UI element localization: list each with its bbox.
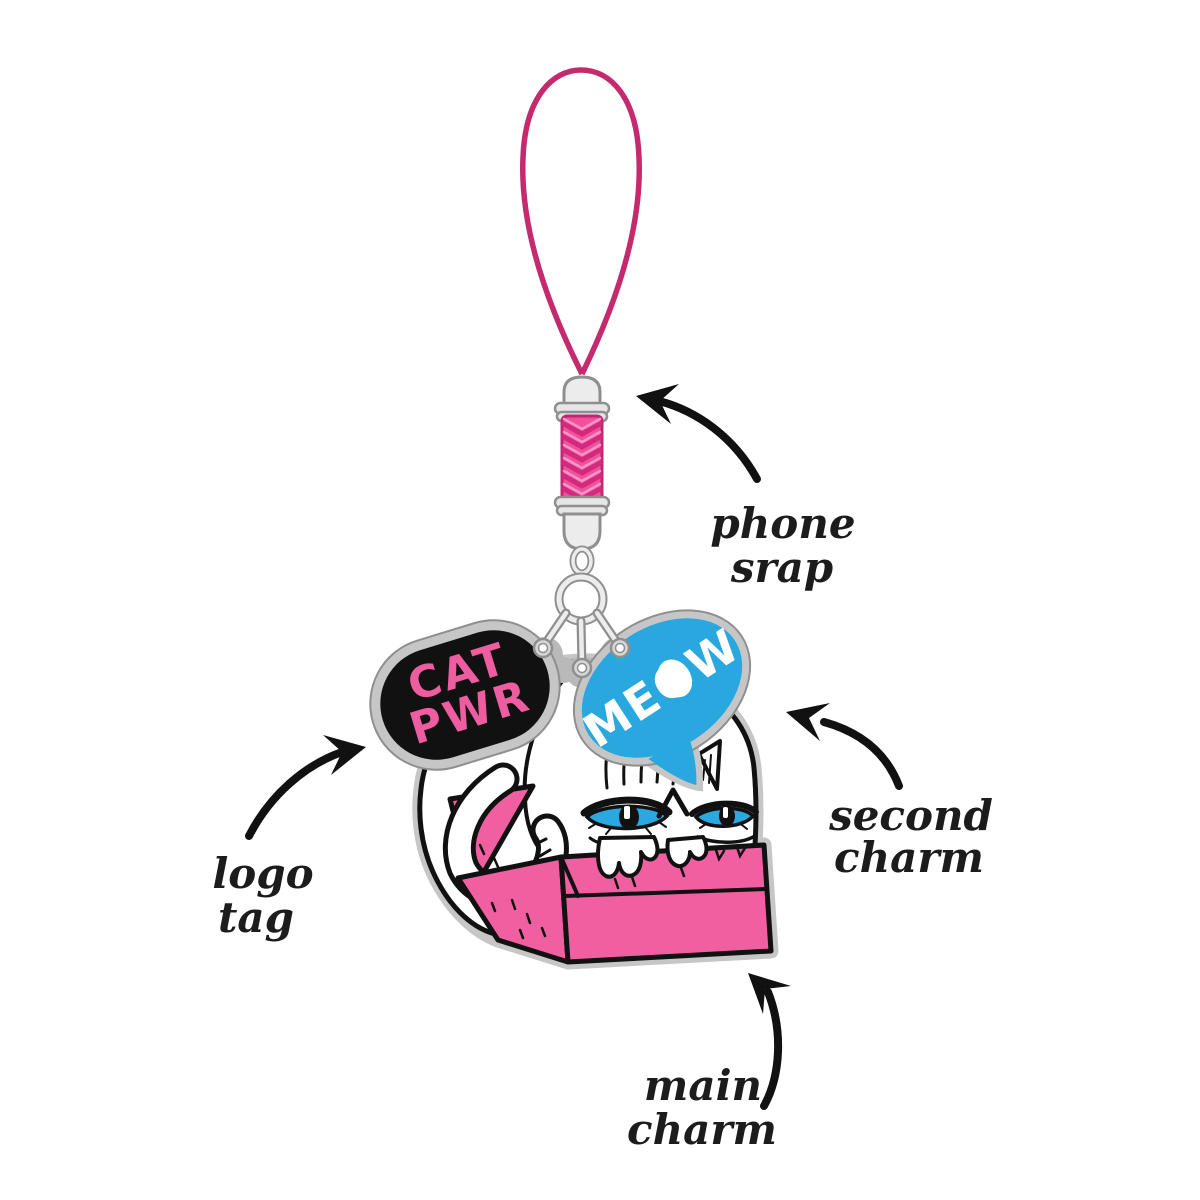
braid-highlights [562, 417, 602, 496]
label-logo-tag-line2: tag [218, 893, 294, 942]
arrow-logo-tag [245, 735, 366, 840]
cat-ear [697, 739, 722, 791]
strap-ferrule-bottom [553, 495, 611, 551]
strap-ferrule-top [553, 375, 611, 423]
cat-paws [596, 835, 747, 890]
annotation-labels: phone srap logo tag second charm main ch… [212, 499, 993, 1154]
label-second-charm-line2: charm [834, 833, 984, 882]
pupil-highlight-left [624, 806, 630, 819]
annotation-arrows [245, 384, 903, 1110]
label-main-charm-line1: main [644, 1061, 762, 1110]
label-main-charm-line2: charm [627, 1105, 777, 1154]
box-front-panel [558, 842, 774, 965]
arrow-second-charm [786, 703, 903, 790]
logo-tag-charm: CAT PWR [369, 619, 561, 771]
box-scratches [490, 898, 547, 940]
phone-strap-loop [520, 67, 642, 376]
connector-straps [532, 608, 631, 679]
label-logo-tag-line1: logo [212, 849, 313, 898]
eyelid-right [689, 800, 759, 817]
chain-link [569, 545, 595, 577]
pupil-highlight-right [723, 807, 728, 818]
label-phone-strap-line1: phone [710, 499, 855, 548]
braided-cord [560, 414, 604, 504]
iris-spokes [588, 821, 748, 835]
bubble-o-fill [657, 659, 693, 698]
brow-furrow [656, 787, 690, 819]
eyelets [532, 637, 631, 679]
label-phone-strap-line2: srap [730, 543, 833, 592]
cat-eyes [580, 787, 759, 835]
label-second-charm-line1: second [828, 791, 993, 840]
arrow-main-charm [748, 973, 791, 1110]
claws [613, 845, 747, 890]
arrow-phone-strap [636, 384, 761, 483]
